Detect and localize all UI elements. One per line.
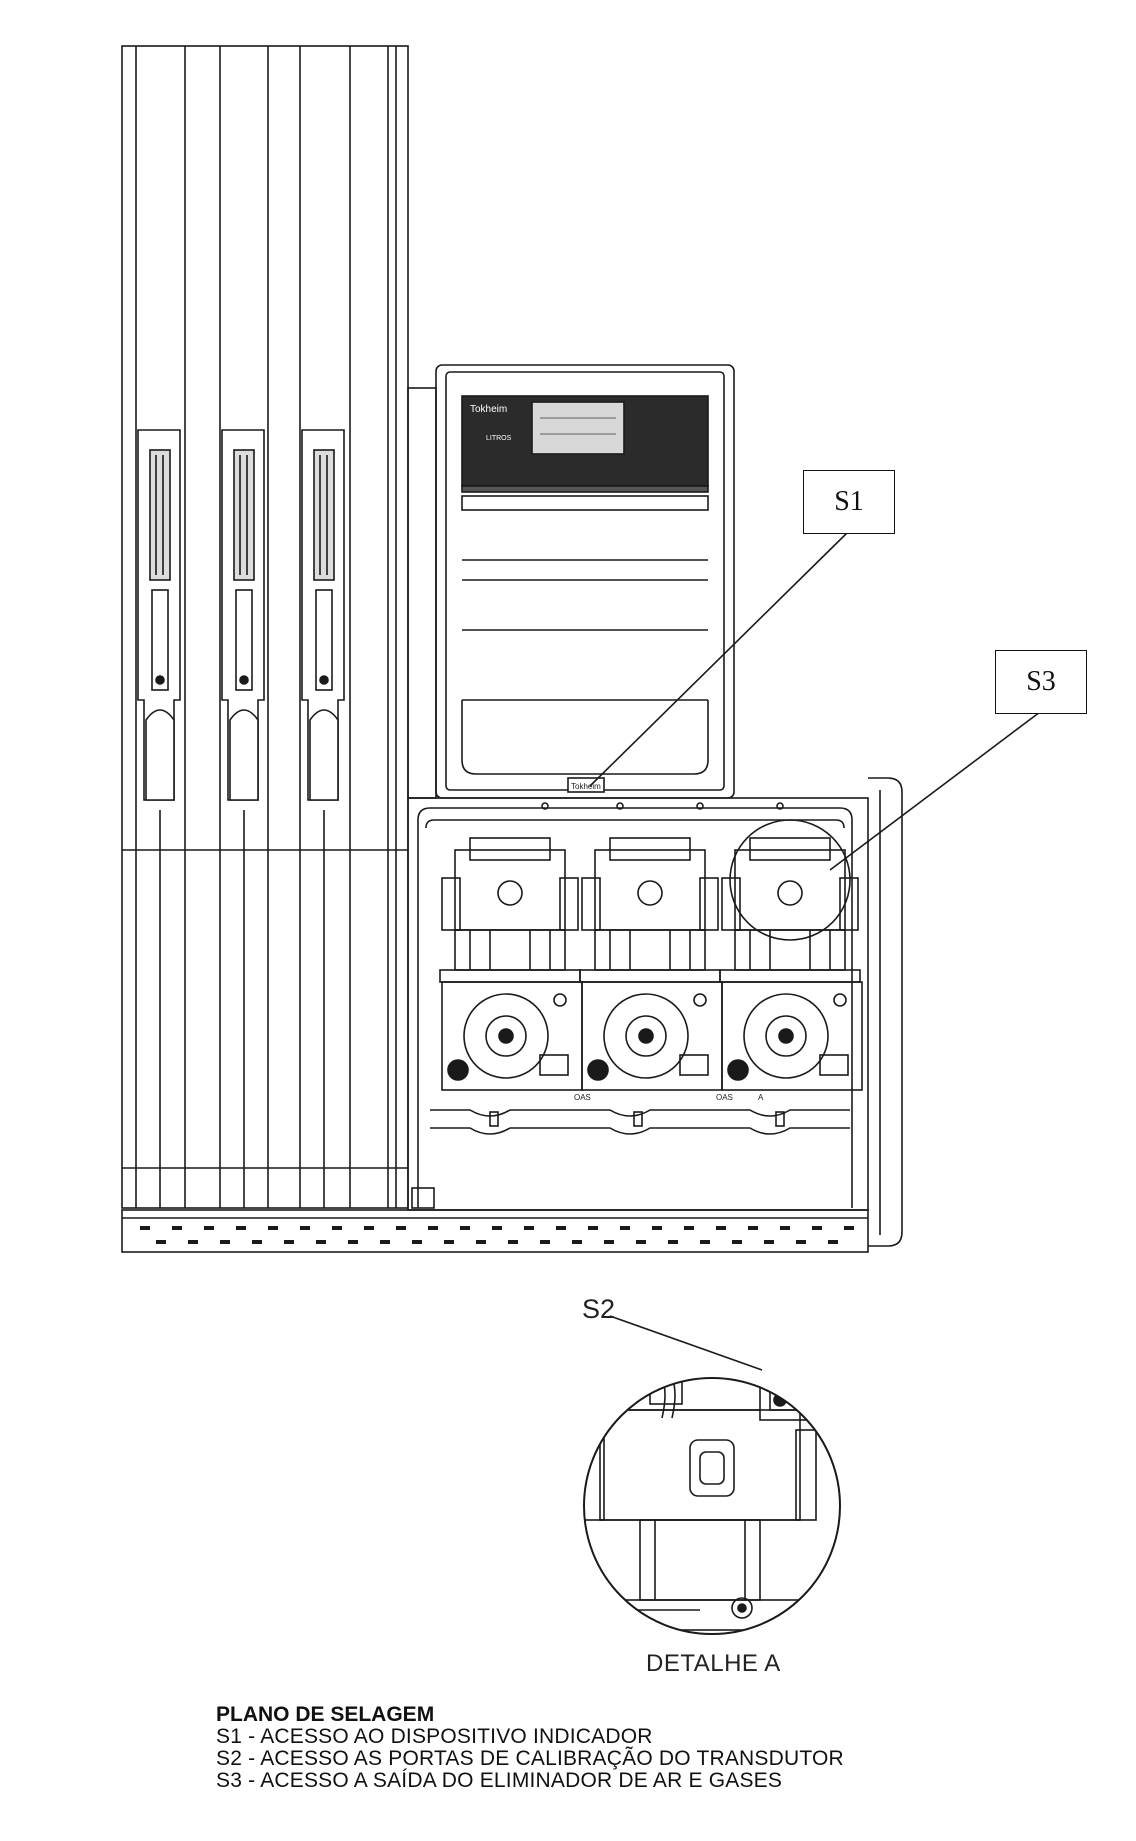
hydraulic-cabinet bbox=[407, 777, 903, 1247]
callout-s3-label: S3 bbox=[1026, 666, 1056, 697]
meter-unit-3 bbox=[719, 819, 863, 1091]
display-head bbox=[407, 364, 735, 799]
detail-a-view bbox=[583, 1377, 841, 1635]
callout-s1-label: S1 bbox=[834, 486, 864, 517]
meter-label-2: OAS bbox=[716, 1093, 733, 1102]
manifold-pipe bbox=[430, 1109, 850, 1135]
panel-brand: Tokheim bbox=[470, 404, 507, 415]
callout-s3: S3 bbox=[995, 650, 1087, 714]
leader-s1 bbox=[589, 531, 849, 787]
meter-label-3: A bbox=[758, 1093, 764, 1102]
nozzle-2 bbox=[221, 429, 265, 1208]
legend-item-s1: S1 - ACESSO AO DISPOSITIVO INDICADOR bbox=[216, 1725, 653, 1748]
hose-column bbox=[121, 45, 409, 1209]
legend-item-s3: S3 - ACESSO A SAÍDA DO ELIMINADOR DE AR … bbox=[216, 1769, 783, 1792]
meter-unit-1 bbox=[439, 837, 583, 1091]
leader-s2 bbox=[609, 1315, 763, 1371]
perforated-base bbox=[121, 1209, 869, 1253]
callout-s1: S1 bbox=[803, 470, 895, 534]
panel-liters-label: LITROS bbox=[486, 435, 512, 442]
legend-title: PLANO DE SELAGEM bbox=[216, 1703, 435, 1726]
nozzle-1 bbox=[137, 429, 181, 1208]
panel-badge: Tokheim bbox=[571, 782, 601, 791]
legend-item-s2: S2 - ACESSO AS PORTAS DE CALIBRAÇÃO DO T… bbox=[216, 1747, 844, 1770]
detail-caption: DETALHE A bbox=[646, 1650, 781, 1677]
meter-unit-2 bbox=[579, 837, 723, 1091]
callout-s2-label: S2 bbox=[582, 1294, 616, 1324]
leader-s3 bbox=[829, 711, 1041, 871]
meter-label-1: OAS bbox=[574, 1093, 591, 1102]
nozzle-3 bbox=[301, 429, 345, 1208]
sealing-plan-legend: PLANO DE SELAGEM S1 - ACESSO AO DISPOSIT… bbox=[216, 1704, 844, 1792]
